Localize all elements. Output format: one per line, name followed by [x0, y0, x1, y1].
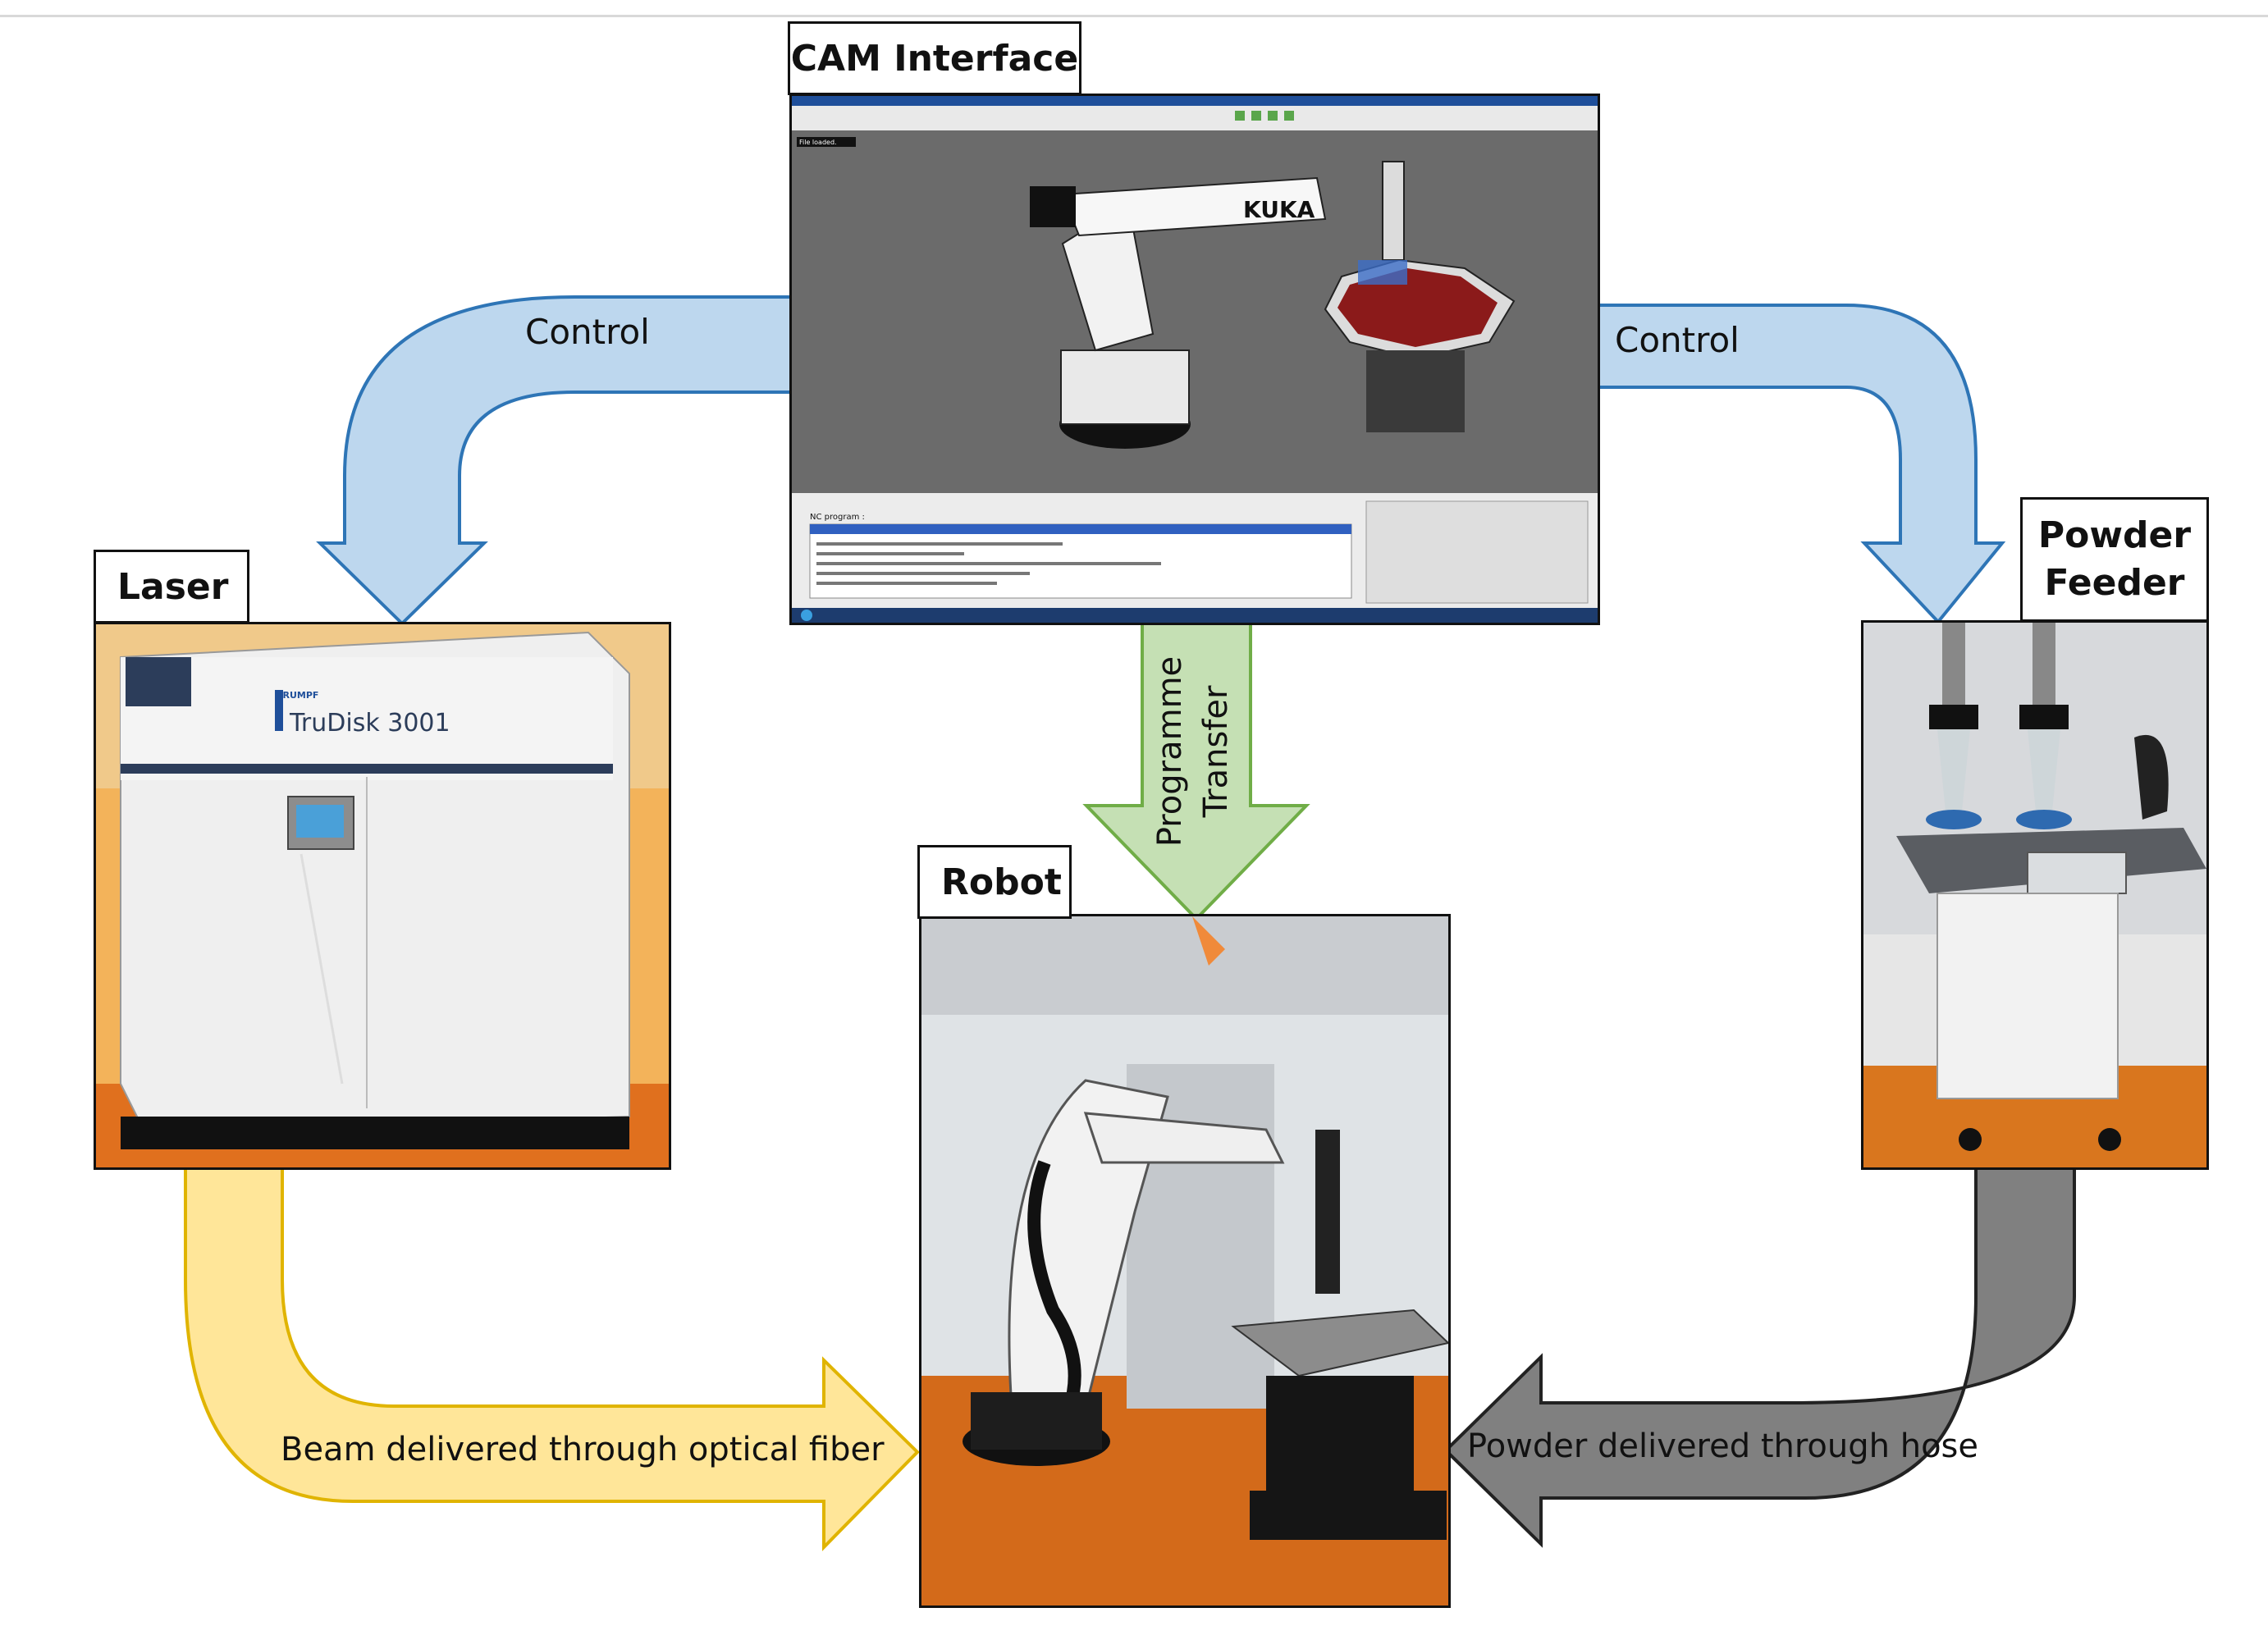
control-label-right: Control [1615, 320, 1740, 360]
cam-robot-model: KUKA [1030, 161, 1405, 449]
control-arrow-right [1597, 304, 2006, 625]
cam-status: File loaded. [799, 139, 837, 146]
powder-feeder-photo [1861, 620, 2209, 1170]
top-divider [0, 15, 2268, 17]
cam-nc-program-label: NC program : [810, 513, 865, 522]
cam-robot-logo: KUKA [1243, 196, 1315, 223]
powder-label: Powder delivered through hose [1467, 1427, 1978, 1465]
powder-feeder-label-line2: Feeder [2044, 562, 2185, 604]
robot-label: Robot [917, 845, 1072, 919]
laser-brand: TRUMPF [277, 690, 318, 701]
beam-label: Beam delivered through optical fiber [281, 1431, 885, 1468]
cam-table-model [1324, 258, 1516, 432]
laser-label: Laser [94, 550, 249, 623]
cam-interface-screenshot: File loaded. KUKA NC progr [789, 94, 1600, 625]
programme-label-line1: Programme [1151, 655, 1189, 847]
control-arrow-left [316, 295, 793, 626]
control-label-left: Control [525, 312, 650, 352]
programme-label-line2: Transfer [1197, 685, 1235, 818]
programme-transfer-arrow [1082, 620, 1310, 921]
laser-model: TruDisk 3001 [289, 709, 450, 738]
powder-arrow [1443, 1165, 2076, 1548]
beam-arrow [184, 1165, 920, 1551]
laser-photo: TRUMPF TruDisk 3001 [94, 622, 671, 1170]
powder-feeder-label: Powder Feeder [2020, 497, 2209, 622]
powder-feeder-label-line1: Powder [2037, 514, 2192, 556]
cam-interface-label: CAM Interface [788, 21, 1081, 95]
robot-photo [919, 914, 1451, 1608]
